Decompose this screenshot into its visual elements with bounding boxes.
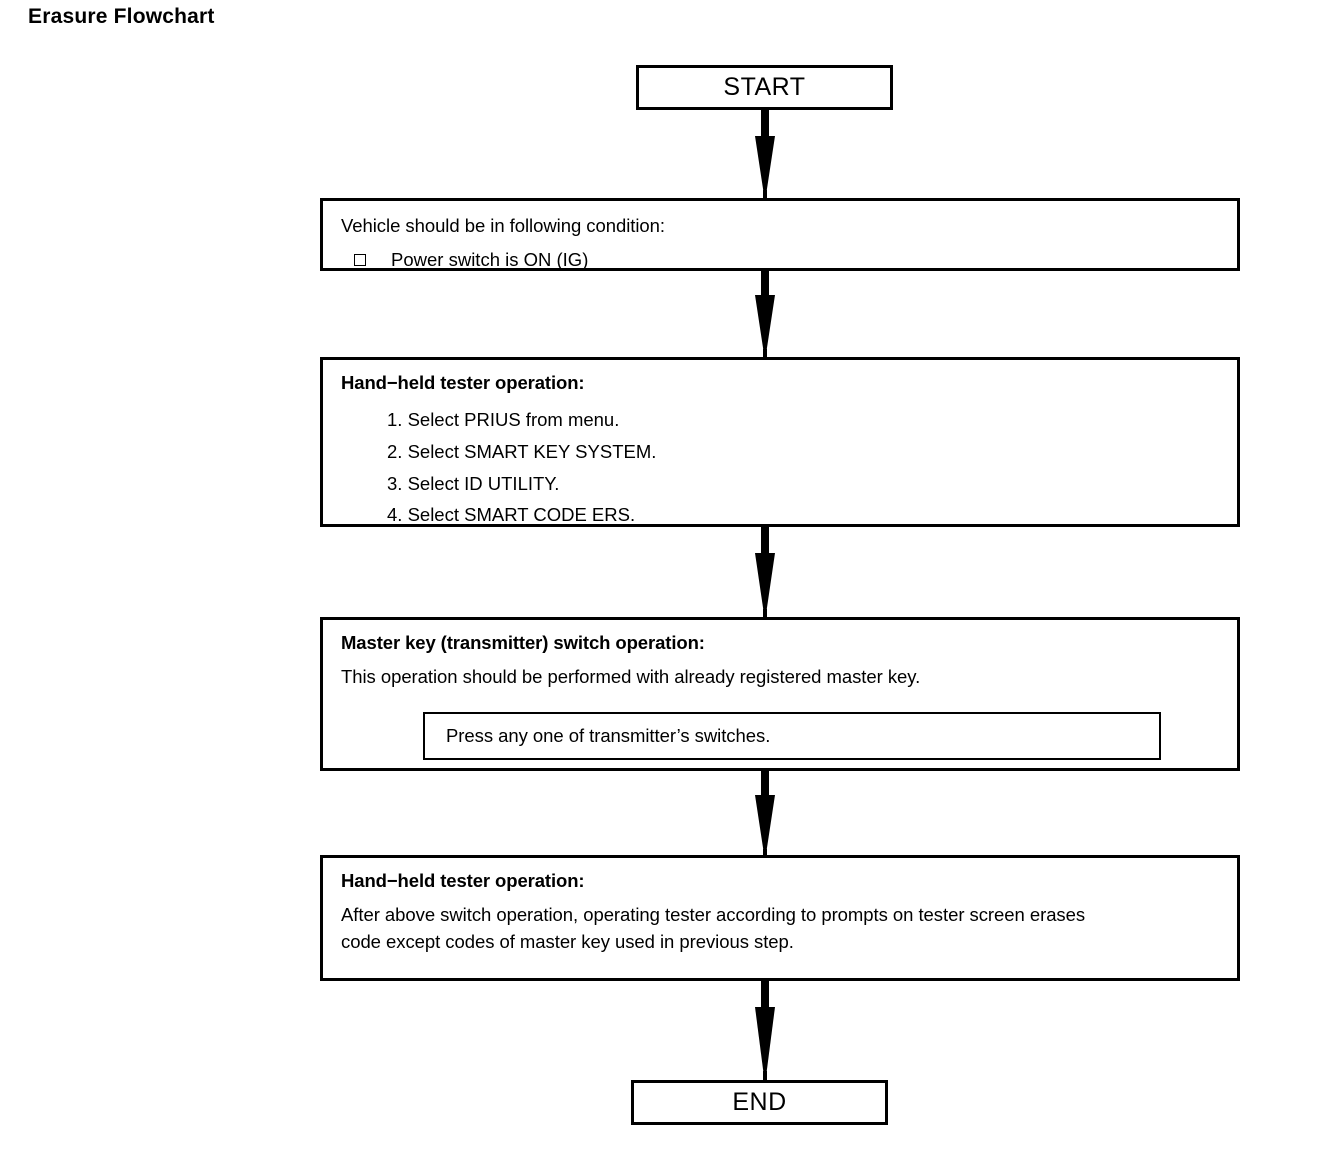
flow-node-press-transmitter: Press any one of transmitter’s switches.: [423, 712, 1161, 760]
condition-bullet-label: Power switch is ON (IG): [391, 248, 589, 270]
tester-erase-body-line-2: code except codes of master key used in …: [341, 930, 794, 952]
flow-node-master-key: Master key (transmitter) switch operatio…: [320, 617, 1240, 771]
checkbox-empty-icon: [354, 253, 366, 266]
flow-node-start: START: [636, 65, 893, 110]
step-item: 2. Select SMART KEY SYSTEM.: [387, 440, 657, 462]
arrow-start-to-condition: [745, 110, 785, 198]
arrow-master-key-to-tester-erase: [745, 771, 785, 857]
tester-erase-heading: Hand−held tester operation:: [341, 870, 585, 891]
step-item: 3. Select ID UTILITY.: [387, 472, 560, 494]
arrow-tester-menu-to-master-key: [745, 527, 785, 617]
arrow-condition-to-tester-menu: [745, 271, 785, 357]
master-key-body: This operation should be performed with …: [341, 666, 921, 687]
flow-node-tester-erase: Hand−held tester operation: After above …: [320, 855, 1240, 981]
flow-node-end: END: [631, 1080, 888, 1125]
tester-menu-steps: 1. Select PRIUS from menu. 2. Select SMA…: [341, 404, 1221, 531]
start-label: START: [723, 73, 806, 101]
press-transmitter-label: Press any one of transmitter’s switches.: [446, 724, 771, 746]
step-item: 1. Select PRIUS from menu.: [387, 409, 620, 430]
condition-heading: Vehicle should be in following condition…: [341, 215, 665, 236]
arrow-tester-erase-to-end: [745, 981, 785, 1081]
condition-bullet-row: Power switch is ON (IG): [341, 249, 1221, 271]
step-item: 4. Select SMART CODE ERS.: [387, 504, 636, 526]
tester-erase-body-line-1: After above switch operation, operating …: [341, 904, 1086, 925]
tester-menu-heading: Hand−held tester operation:: [341, 372, 585, 393]
master-key-heading: Master key (transmitter) switch operatio…: [341, 632, 705, 653]
flow-node-tester-menu: Hand−held tester operation: 1. Select PR…: [320, 357, 1240, 527]
page-title: Erasure Flowchart: [28, 5, 215, 28]
flow-node-condition: Vehicle should be in following condition…: [320, 198, 1240, 271]
end-label: END: [732, 1088, 787, 1116]
